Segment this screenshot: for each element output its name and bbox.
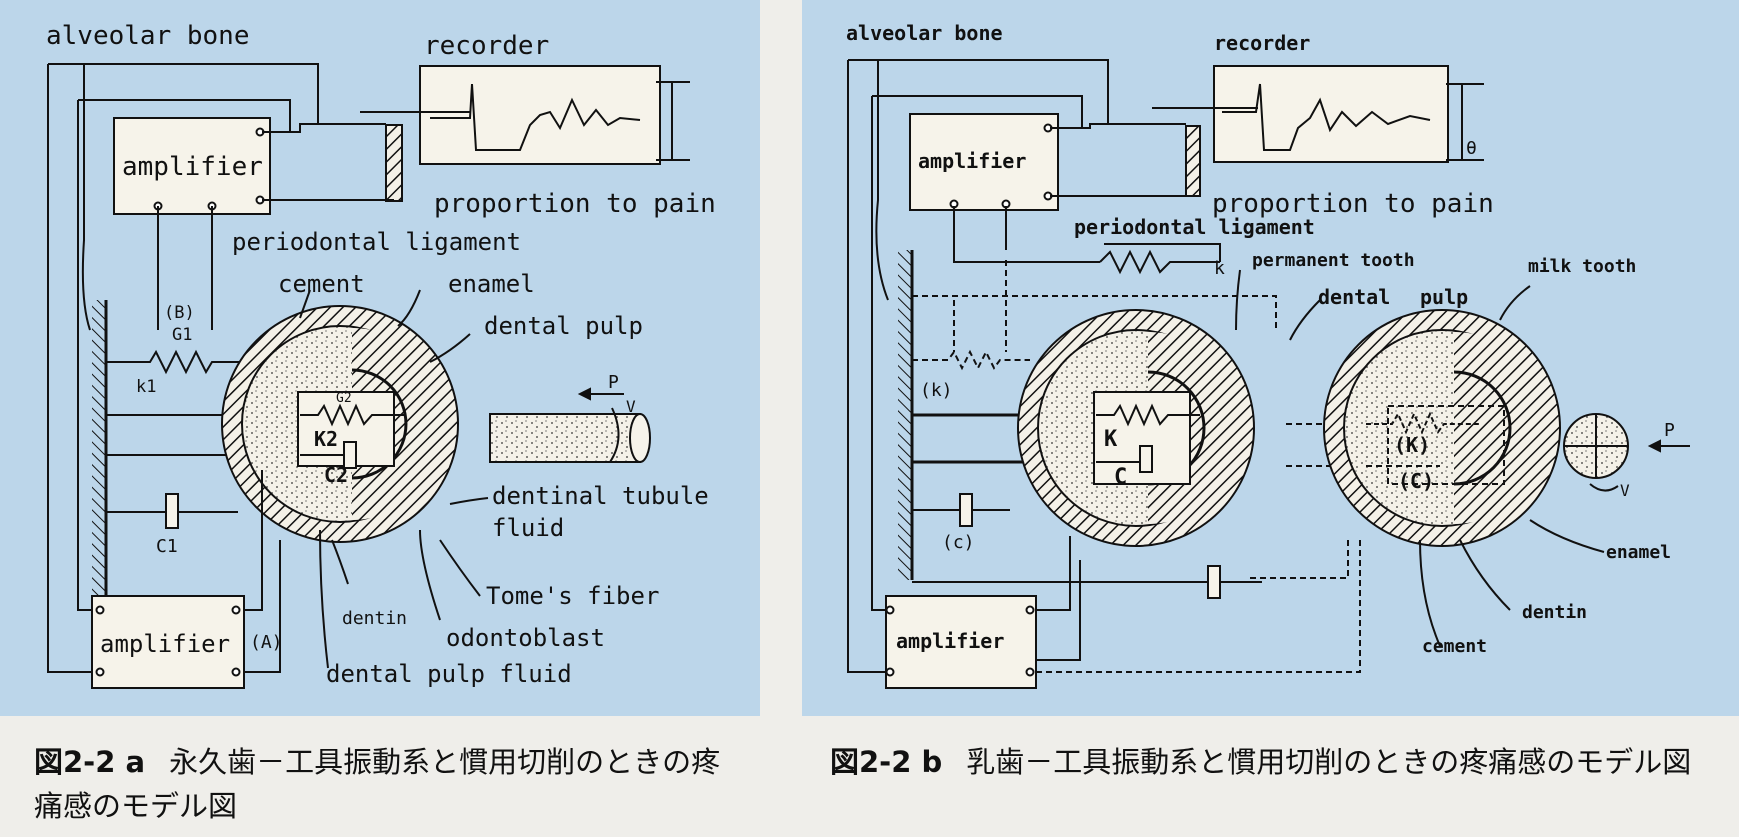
label-c-paren: (c) — [942, 532, 975, 553]
spring-k — [1099, 249, 1220, 275]
caption-number-a: 図2-2 a — [34, 745, 146, 779]
label-c2: C2 — [324, 463, 348, 487]
label-cement-a: cement — [278, 270, 365, 298]
recorder-trace-a — [430, 83, 641, 151]
label-dental-pulp-fluid: dental pulp fluid — [326, 660, 572, 688]
recorder-box-b — [1213, 65, 1449, 163]
label-milk-tooth: milk tooth — [1528, 256, 1636, 277]
label-dentin-a: dentin — [342, 608, 407, 629]
label-periodontal-ligament-b: periodontal ligament — [1074, 215, 1315, 239]
figure-b-labels: alveolar bone recorder amplifier θ propo… — [846, 21, 1675, 657]
label-k-milk: (K) — [1394, 433, 1430, 457]
figure-a — [47, 63, 690, 689]
label-k2: K2 — [314, 427, 338, 451]
label-theta: θ — [1466, 138, 1477, 159]
label-fluid: fluid — [492, 514, 564, 542]
label-big-c: C — [1114, 465, 1127, 490]
label-p-a: P — [608, 372, 619, 393]
label-tomes-fiber: Tome's fiber — [486, 582, 659, 610]
label-proportion-b: proportion to pain — [1212, 189, 1494, 219]
label-dentinal-tubule: dentinal tubule — [492, 482, 709, 510]
label-periodontal-ligament-a: periodontal ligament — [232, 228, 521, 256]
label-dental-b: dental — [1318, 285, 1390, 309]
label-alveolar-bone-b: alveolar bone — [846, 21, 1003, 45]
label-dentin-b: dentin — [1522, 602, 1587, 623]
label-amplifier-top-a: amplifier — [122, 152, 263, 182]
label-a: (A) — [250, 632, 283, 653]
caption-text-b: 乳歯－工具振動系と慣用切削のときの疼痛感のモデル図 — [966, 745, 1692, 779]
figure-b — [847, 59, 1690, 689]
amplifier-bottom-box-b — [885, 595, 1037, 689]
label-enamel-a: enamel — [448, 270, 535, 298]
caption-text-a: 永久歯－工具振動系と慣用切削のときの疼痛感のモデル図 — [34, 745, 721, 823]
label-amplifier-bottom-a: amplifier — [100, 630, 230, 658]
figure-a-labels: alveolar bone recorder amplifier proport… — [46, 21, 716, 688]
label-amplifier-bottom-b: amplifier — [896, 629, 1004, 653]
diagram-canvas: alveolar bone recorder amplifier proport… — [46, 21, 1690, 689]
label-c-milk: (C) — [1398, 469, 1434, 493]
label-pulp-b: pulp — [1420, 285, 1468, 309]
label-c1: C1 — [156, 536, 178, 557]
label-permanent-tooth: permanent tooth — [1252, 250, 1415, 271]
label-recorder-b: recorder — [1214, 31, 1310, 55]
label-k1: k1 — [136, 377, 156, 397]
label-enamel-b: enamel — [1606, 542, 1671, 563]
label-g2: G2 — [336, 391, 352, 406]
amplifier-top-box-a — [113, 117, 271, 215]
recorder-trace-b — [1222, 83, 1431, 151]
label-cement-b: cement — [1422, 636, 1487, 657]
label-alveolar-bone-a: alveolar bone — [46, 21, 250, 51]
label-g1: G1 — [172, 325, 192, 345]
amplifier-bottom-box-a — [91, 595, 245, 689]
label-proportion-a: proportion to pain — [434, 189, 716, 219]
coil-a — [385, 124, 403, 202]
label-dental-pulp-a: dental pulp — [484, 312, 643, 340]
pulp-box-milk — [1387, 405, 1505, 485]
label-b: (B) — [164, 303, 195, 323]
amplifier-top-box-b — [909, 113, 1059, 211]
label-amplifier-top-b: amplifier — [918, 149, 1026, 173]
label-odontoblast: odontoblast — [446, 624, 605, 652]
figure-caption-b: 図2-2 b 乳歯－工具振動系と慣用切削のときの疼痛感のモデル図 — [830, 740, 1710, 784]
label-big-k: K — [1104, 427, 1118, 452]
recorder-box-a — [419, 65, 661, 165]
label-v-b: V — [1620, 481, 1630, 500]
label-recorder-a: recorder — [424, 31, 549, 61]
label-v-a: V — [626, 397, 636, 416]
label-p-b: P — [1664, 420, 1675, 441]
label-k-b: k — [1214, 258, 1225, 279]
caption-number-b: 図2-2 b — [830, 745, 943, 779]
label-k-paren: (k) — [920, 380, 953, 401]
spring-k1 — [106, 349, 240, 375]
coil-b — [1185, 125, 1201, 197]
